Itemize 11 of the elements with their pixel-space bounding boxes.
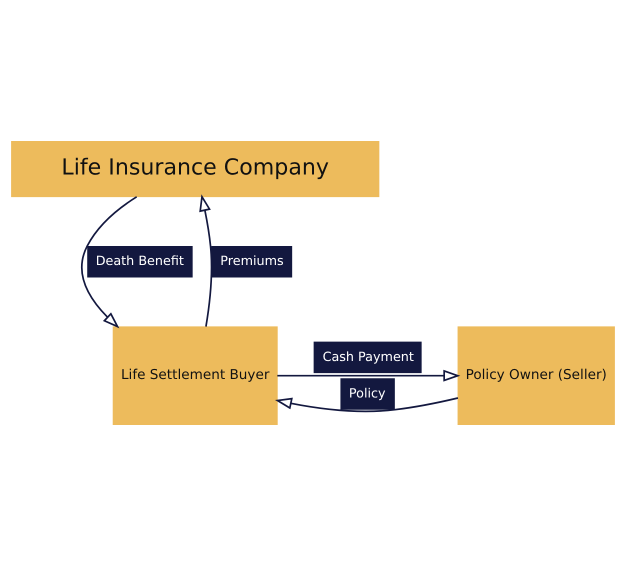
node-box: Policy Owner (Seller) <box>458 326 615 426</box>
arrow <box>81 196 138 328</box>
edge-label: Cash Payment <box>322 350 414 365</box>
arrow <box>274 397 458 412</box>
node-box: Life Settlement Buyer <box>112 326 278 426</box>
node-box: Life Insurance Company <box>11 140 380 198</box>
arrow <box>277 370 460 382</box>
arrow <box>199 194 212 327</box>
edge-label: Policy <box>348 386 386 402</box>
edge-label: Premiums <box>220 254 284 270</box>
edge-label: Death Benefit <box>96 254 184 270</box>
